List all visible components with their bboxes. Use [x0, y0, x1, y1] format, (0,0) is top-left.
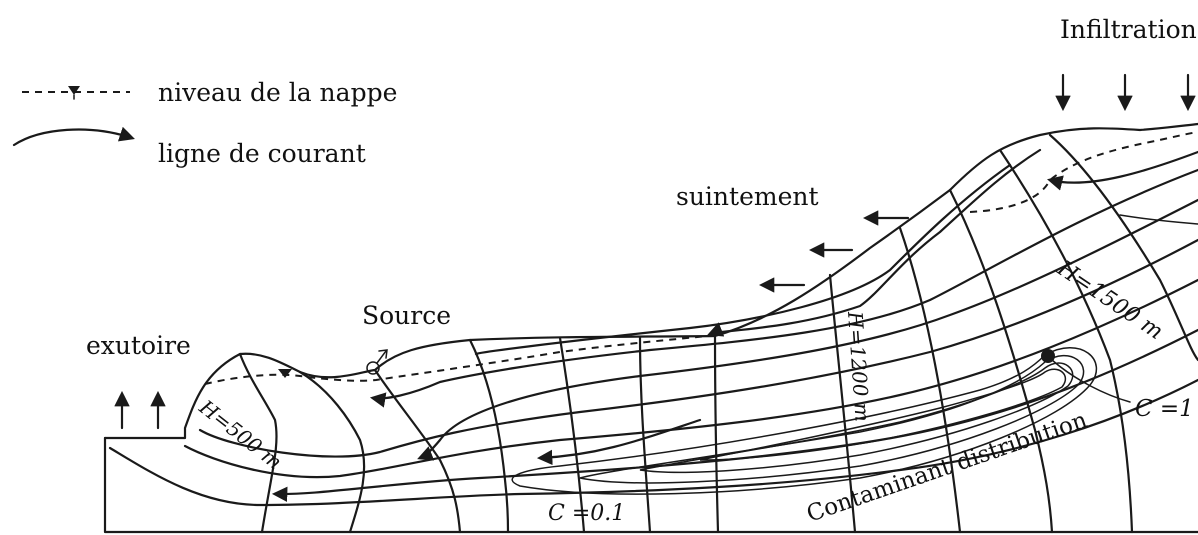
outlet-label: exutoire: [86, 331, 191, 360]
concentration-01-label: C =0.1: [548, 501, 625, 526]
contaminant-plume: [512, 348, 1130, 494]
infiltration-arrows: [1063, 75, 1188, 108]
water-table-marker-icon: [68, 86, 80, 95]
water-table-upper: [970, 132, 1198, 212]
seepage-label: suintement: [676, 182, 819, 211]
concentration-1-label: C =1: [1135, 396, 1194, 422]
outlet-arrows: [122, 394, 158, 428]
infiltration-label: Infiltration: [1060, 15, 1197, 44]
legend-streamline-label: ligne de courant: [158, 139, 366, 168]
head-1500-label: H=1500 m: [1052, 256, 1168, 345]
water-table-marker-icon: [278, 369, 292, 378]
legend-streamline-line: [14, 130, 132, 145]
legend: niveau de la nappe ligne de courant: [14, 78, 397, 168]
legend-water-table-label: niveau de la nappe: [158, 78, 397, 107]
spring-label: Source: [362, 301, 451, 330]
